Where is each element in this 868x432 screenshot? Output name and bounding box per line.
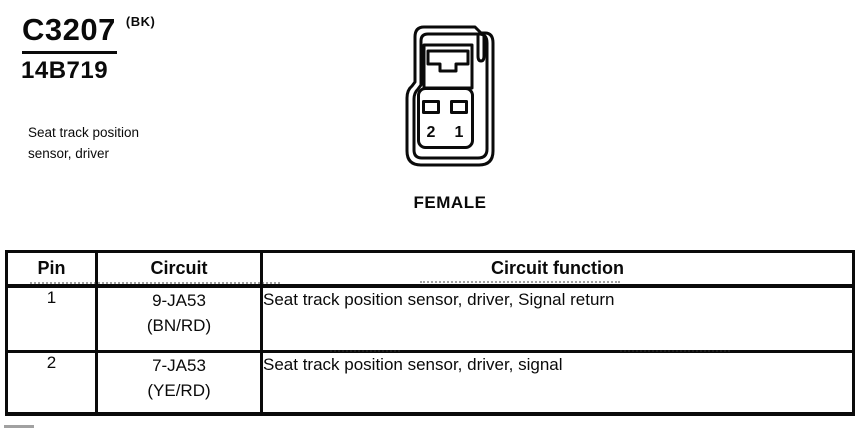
scan-artifact	[4, 425, 34, 428]
pinout-table: Pin Circuit Circuit function 1 9-JA53 (B…	[5, 250, 855, 416]
circuit-function-cell: Seat track position sensor, driver, sign…	[260, 350, 855, 416]
circuit-cell: 9-JA53 (BN/RD)	[95, 284, 263, 353]
connector-gender-label: FEMALE	[413, 193, 487, 212]
column-header-circuit-function: Circuit function	[260, 250, 855, 288]
pin-number-cell: 2	[5, 350, 98, 416]
connector-outer-outline	[405, 25, 495, 167]
table-row-pin-1: 1 9-JA53 (BN/RD) Seat track position sen…	[5, 284, 855, 353]
cavity-label-1: 1	[455, 124, 464, 141]
latch-tab	[426, 49, 470, 73]
scan-artifact	[330, 350, 400, 352]
header-divider	[22, 51, 117, 54]
connector-color-code: (BK)	[125, 14, 156, 29]
description-line-1: Seat track position	[28, 125, 140, 140]
terminal-housing	[417, 87, 474, 149]
connector-description: Seat track position sensor, driver	[28, 122, 139, 164]
connector-inner-outline	[412, 32, 489, 160]
circuit-function-cell: Seat track position sensor, driver, Sign…	[260, 284, 855, 353]
circuit-number: 7-JA53	[152, 356, 206, 375]
circuit-number: 9-JA53	[152, 291, 206, 310]
column-header-circuit: Circuit	[95, 250, 263, 288]
latch-housing	[422, 43, 474, 90]
part-number: 14B719	[21, 57, 109, 84]
connector-header: C3207 (BK)	[22, 12, 155, 48]
description-line-2: sensor, driver	[28, 146, 110, 161]
table-header-row: Pin Circuit Circuit function	[5, 250, 855, 288]
latch-slot	[476, 33, 486, 63]
connector-id: C3207	[22, 12, 116, 47]
circuit-cell: 7-JA53 (YE/RD)	[95, 350, 263, 416]
table-row-pin-2: 2 7-JA53 (YE/RD) Seat track position sen…	[5, 350, 855, 416]
wire-color-code: (BN/RD)	[146, 316, 212, 335]
scan-artifact	[420, 281, 620, 283]
cavity-2	[422, 100, 440, 114]
cavity-1	[450, 100, 468, 114]
scan-artifact	[620, 350, 730, 352]
pin-number-cell: 1	[5, 284, 98, 353]
column-header-pin: Pin	[5, 250, 98, 288]
scan-artifact	[30, 282, 280, 284]
cavity-label-2: 2	[427, 124, 436, 141]
connector-face-drawing: 2 1	[405, 25, 495, 167]
wire-color-code: (YE/RD)	[147, 381, 211, 400]
